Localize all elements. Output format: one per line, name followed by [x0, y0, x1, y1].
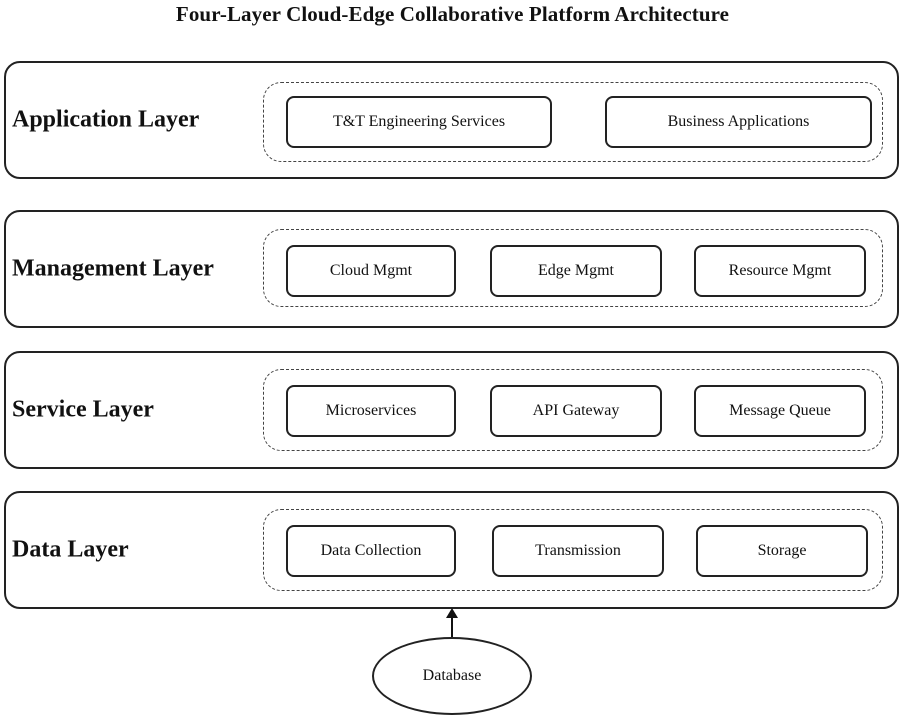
service-layer: Service Layer Microservices API Gateway … [4, 351, 899, 469]
component-box: Edge Mgmt [490, 245, 662, 297]
layer-label: Data Layer [12, 536, 129, 563]
component-box: Resource Mgmt [694, 245, 866, 297]
component-box: Microservices [286, 385, 456, 437]
layer-label: Management Layer [12, 255, 214, 282]
component-group: Microservices API Gateway Message Queue [263, 369, 883, 451]
component-box: Message Queue [694, 385, 866, 437]
component-box: Cloud Mgmt [286, 245, 456, 297]
application-layer: Application Layer T&T Engineering Servic… [4, 61, 899, 179]
component-box: Storage [696, 525, 868, 577]
data-layer: Data Layer Data Collection Transmission … [4, 491, 899, 609]
management-layer: Management Layer Cloud Mgmt Edge Mgmt Re… [4, 210, 899, 328]
database-node: Database [372, 637, 532, 715]
component-group: T&T Engineering Services Business Applic… [263, 82, 883, 162]
component-group: Cloud Mgmt Edge Mgmt Resource Mgmt [263, 229, 883, 307]
component-group: Data Collection Transmission Storage [263, 509, 883, 591]
component-box: API Gateway [490, 385, 662, 437]
diagram-title: Four-Layer Cloud-Edge Collaborative Plat… [175, 2, 730, 26]
component-box: Transmission [492, 525, 664, 577]
component-box: T&T Engineering Services [286, 96, 552, 148]
component-box: Business Applications [605, 96, 872, 148]
layer-label: Application Layer [12, 106, 200, 133]
up-arrow-icon [446, 608, 458, 638]
component-box: Data Collection [286, 525, 456, 577]
layer-label: Service Layer [12, 396, 154, 423]
